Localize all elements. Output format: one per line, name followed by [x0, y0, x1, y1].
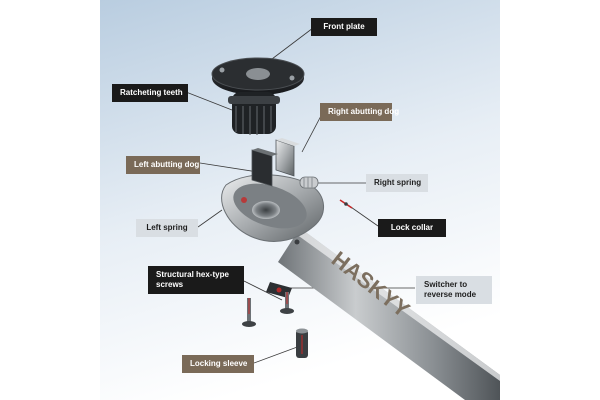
label-structural-screws: Structural hex-type screws: [148, 266, 244, 294]
label-ratcheting-teeth: Ratcheting teeth: [112, 84, 188, 102]
label-left-spring: Left spring: [136, 219, 198, 237]
front-plate: [211, 57, 305, 95]
ratcheting-teeth-part: [228, 92, 280, 135]
label-front-plate: Front plate: [311, 18, 377, 36]
label-right-spring: Right spring: [366, 174, 428, 192]
label-right-abutting-dog: Right abutting dog: [320, 103, 399, 121]
lock-collar-part: [339, 199, 353, 209]
label-lock-collar: Lock collar: [378, 219, 446, 237]
left-abutting-dog-part: [251, 148, 278, 187]
label-left-abutting-dog: Left abutting dog: [126, 156, 200, 174]
leader-lines: [185, 27, 415, 364]
label-switcher: Switcher to reverse mode: [416, 276, 492, 304]
locking-sleeve-part: [296, 328, 308, 358]
right-spring-part: [299, 176, 319, 189]
structural-screws-part: [242, 292, 294, 327]
right-abutting-dog-part: [275, 138, 300, 177]
label-locking-sleeve: Locking sleeve: [182, 355, 254, 373]
wrench-head: [221, 174, 324, 242]
